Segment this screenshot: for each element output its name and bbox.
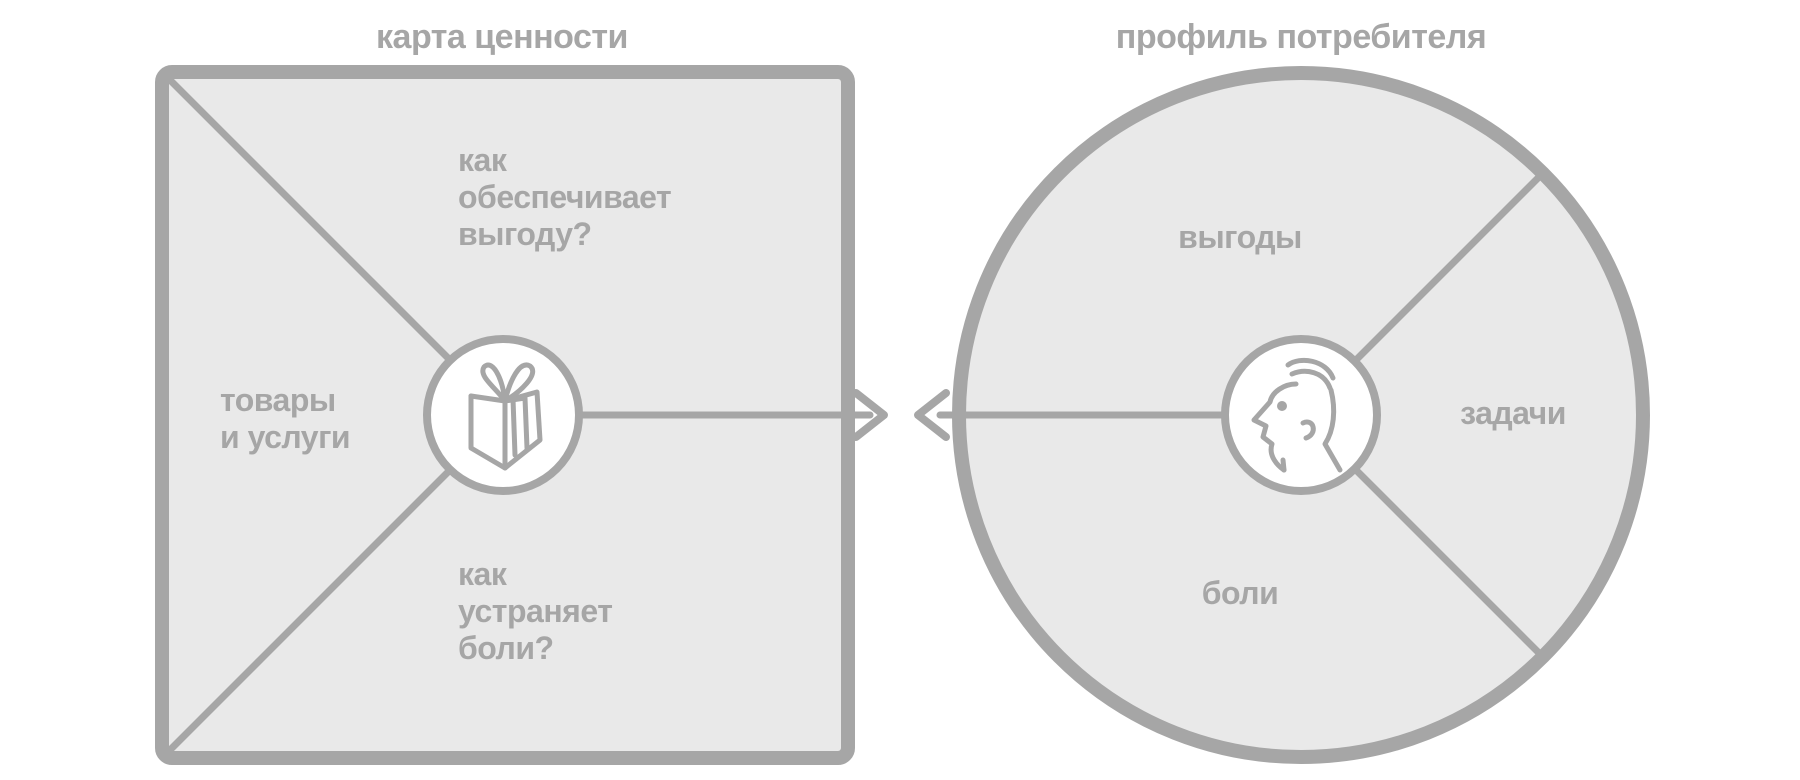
gain-creators-label: как обеспечивает выгоду?	[458, 142, 680, 252]
customer-profile: профиль потребителя выгоды задачи боли	[914, 18, 1650, 764]
value-map: карта ценности как обеспечивает выгоду? …	[155, 18, 888, 765]
face-profile-icon	[1251, 357, 1343, 473]
jobs-label: задачи	[1460, 395, 1566, 431]
value-map-divider-bottom	[166, 467, 453, 754]
pains-label: боли	[1202, 575, 1279, 611]
gift-icon	[468, 362, 543, 471]
pain-relievers-label: как устраняет боли?	[458, 556, 621, 666]
gains-label: выгоды	[1178, 219, 1302, 255]
customer-profile-divider-top-right	[1352, 170, 1546, 364]
products-services-label: товары и услуги	[220, 382, 350, 455]
arrow-right	[852, 389, 888, 441]
arrow-left	[914, 389, 950, 441]
customer-profile-title: профиль потребителя	[1116, 18, 1486, 56]
value-map-title: карта ценности	[376, 18, 628, 56]
customer-profile-center	[1221, 335, 1381, 495]
customer-profile-divider-bottom-right	[1352, 466, 1546, 660]
value-map-divider-top	[166, 76, 453, 363]
